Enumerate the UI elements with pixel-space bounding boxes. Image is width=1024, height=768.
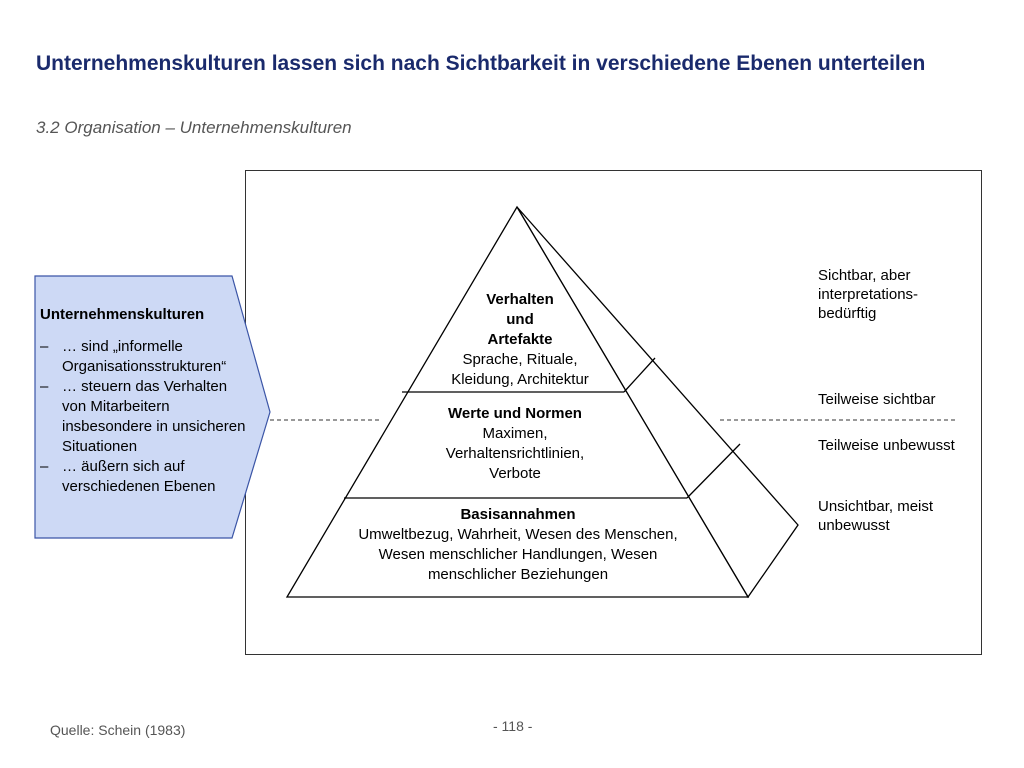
callout-item: – … steuern das Verhalten von Mitarbeite… [40, 377, 250, 457]
callout-item: – … äußern sich auf verschiedenen Ebenen [40, 457, 250, 497]
level-1-detail: Sprache, Rituale, Kleidung, Architektur [451, 351, 589, 388]
level-3-heading: Basisannahmen [460, 506, 576, 523]
level-2-detail: Maximen, Verhaltensrichtlinien, Verbote [445, 425, 585, 482]
label-visible: Sichtbar, aber interpretations-bedürftig [818, 267, 919, 322]
callout-item-2: … steuern das Verhalten von Mitarbeitern… [62, 378, 246, 455]
callout-item-3: … äußern sich auf verschiedenen Ebenen [62, 458, 216, 495]
pyramid-front-face [285, 205, 750, 598]
side-line-1 [623, 357, 656, 393]
callout-text: Unternehmenskulturen – … sind „informell… [40, 305, 250, 497]
callout-heading: Unternehmenskulturen [40, 306, 205, 323]
level-2-text: Werte und Normen Maximen, Verhaltensrich… [425, 404, 605, 484]
callout-shape [34, 275, 271, 539]
footer-source: Quelle: Schein (1983) [50, 722, 186, 738]
page-subtitle: 3.2 Organisation – Unternehmenskulturen [36, 118, 352, 137]
footer-page-number: - 118 - [493, 718, 533, 734]
callout-item: – … sind „informelle Organisationsstrukt… [40, 337, 250, 377]
callout-dash: – [40, 458, 49, 475]
callout-dash: – [40, 338, 49, 355]
label-partly-visible: Teilweise sichtbar [818, 391, 936, 408]
page-title: Unternehmenskulturen lassen sich nach Si… [36, 52, 926, 75]
callout-item-1: … sind „informelle Organisationsstruktur… [62, 338, 227, 375]
label-invisible: Unsichtbar, meist unbewusst [818, 498, 934, 534]
level-3-detail: Umweltbezug, Wahrheit, Wesen des Mensche… [358, 526, 678, 583]
level-1-text: Verhalten und Artefakte Sprache, Rituale… [440, 290, 600, 390]
side-line-2 [686, 443, 741, 499]
level-2-heading: Werte und Normen [448, 405, 582, 422]
callout-dash: – [40, 378, 49, 395]
level-1-heading: Verhalten und Artefakte [486, 291, 554, 348]
level-3-text: Basisannahmen Umweltbezug, Wahrheit, Wes… [340, 505, 696, 585]
label-partly-unconscious: Teilweise unbewusst [818, 437, 955, 454]
